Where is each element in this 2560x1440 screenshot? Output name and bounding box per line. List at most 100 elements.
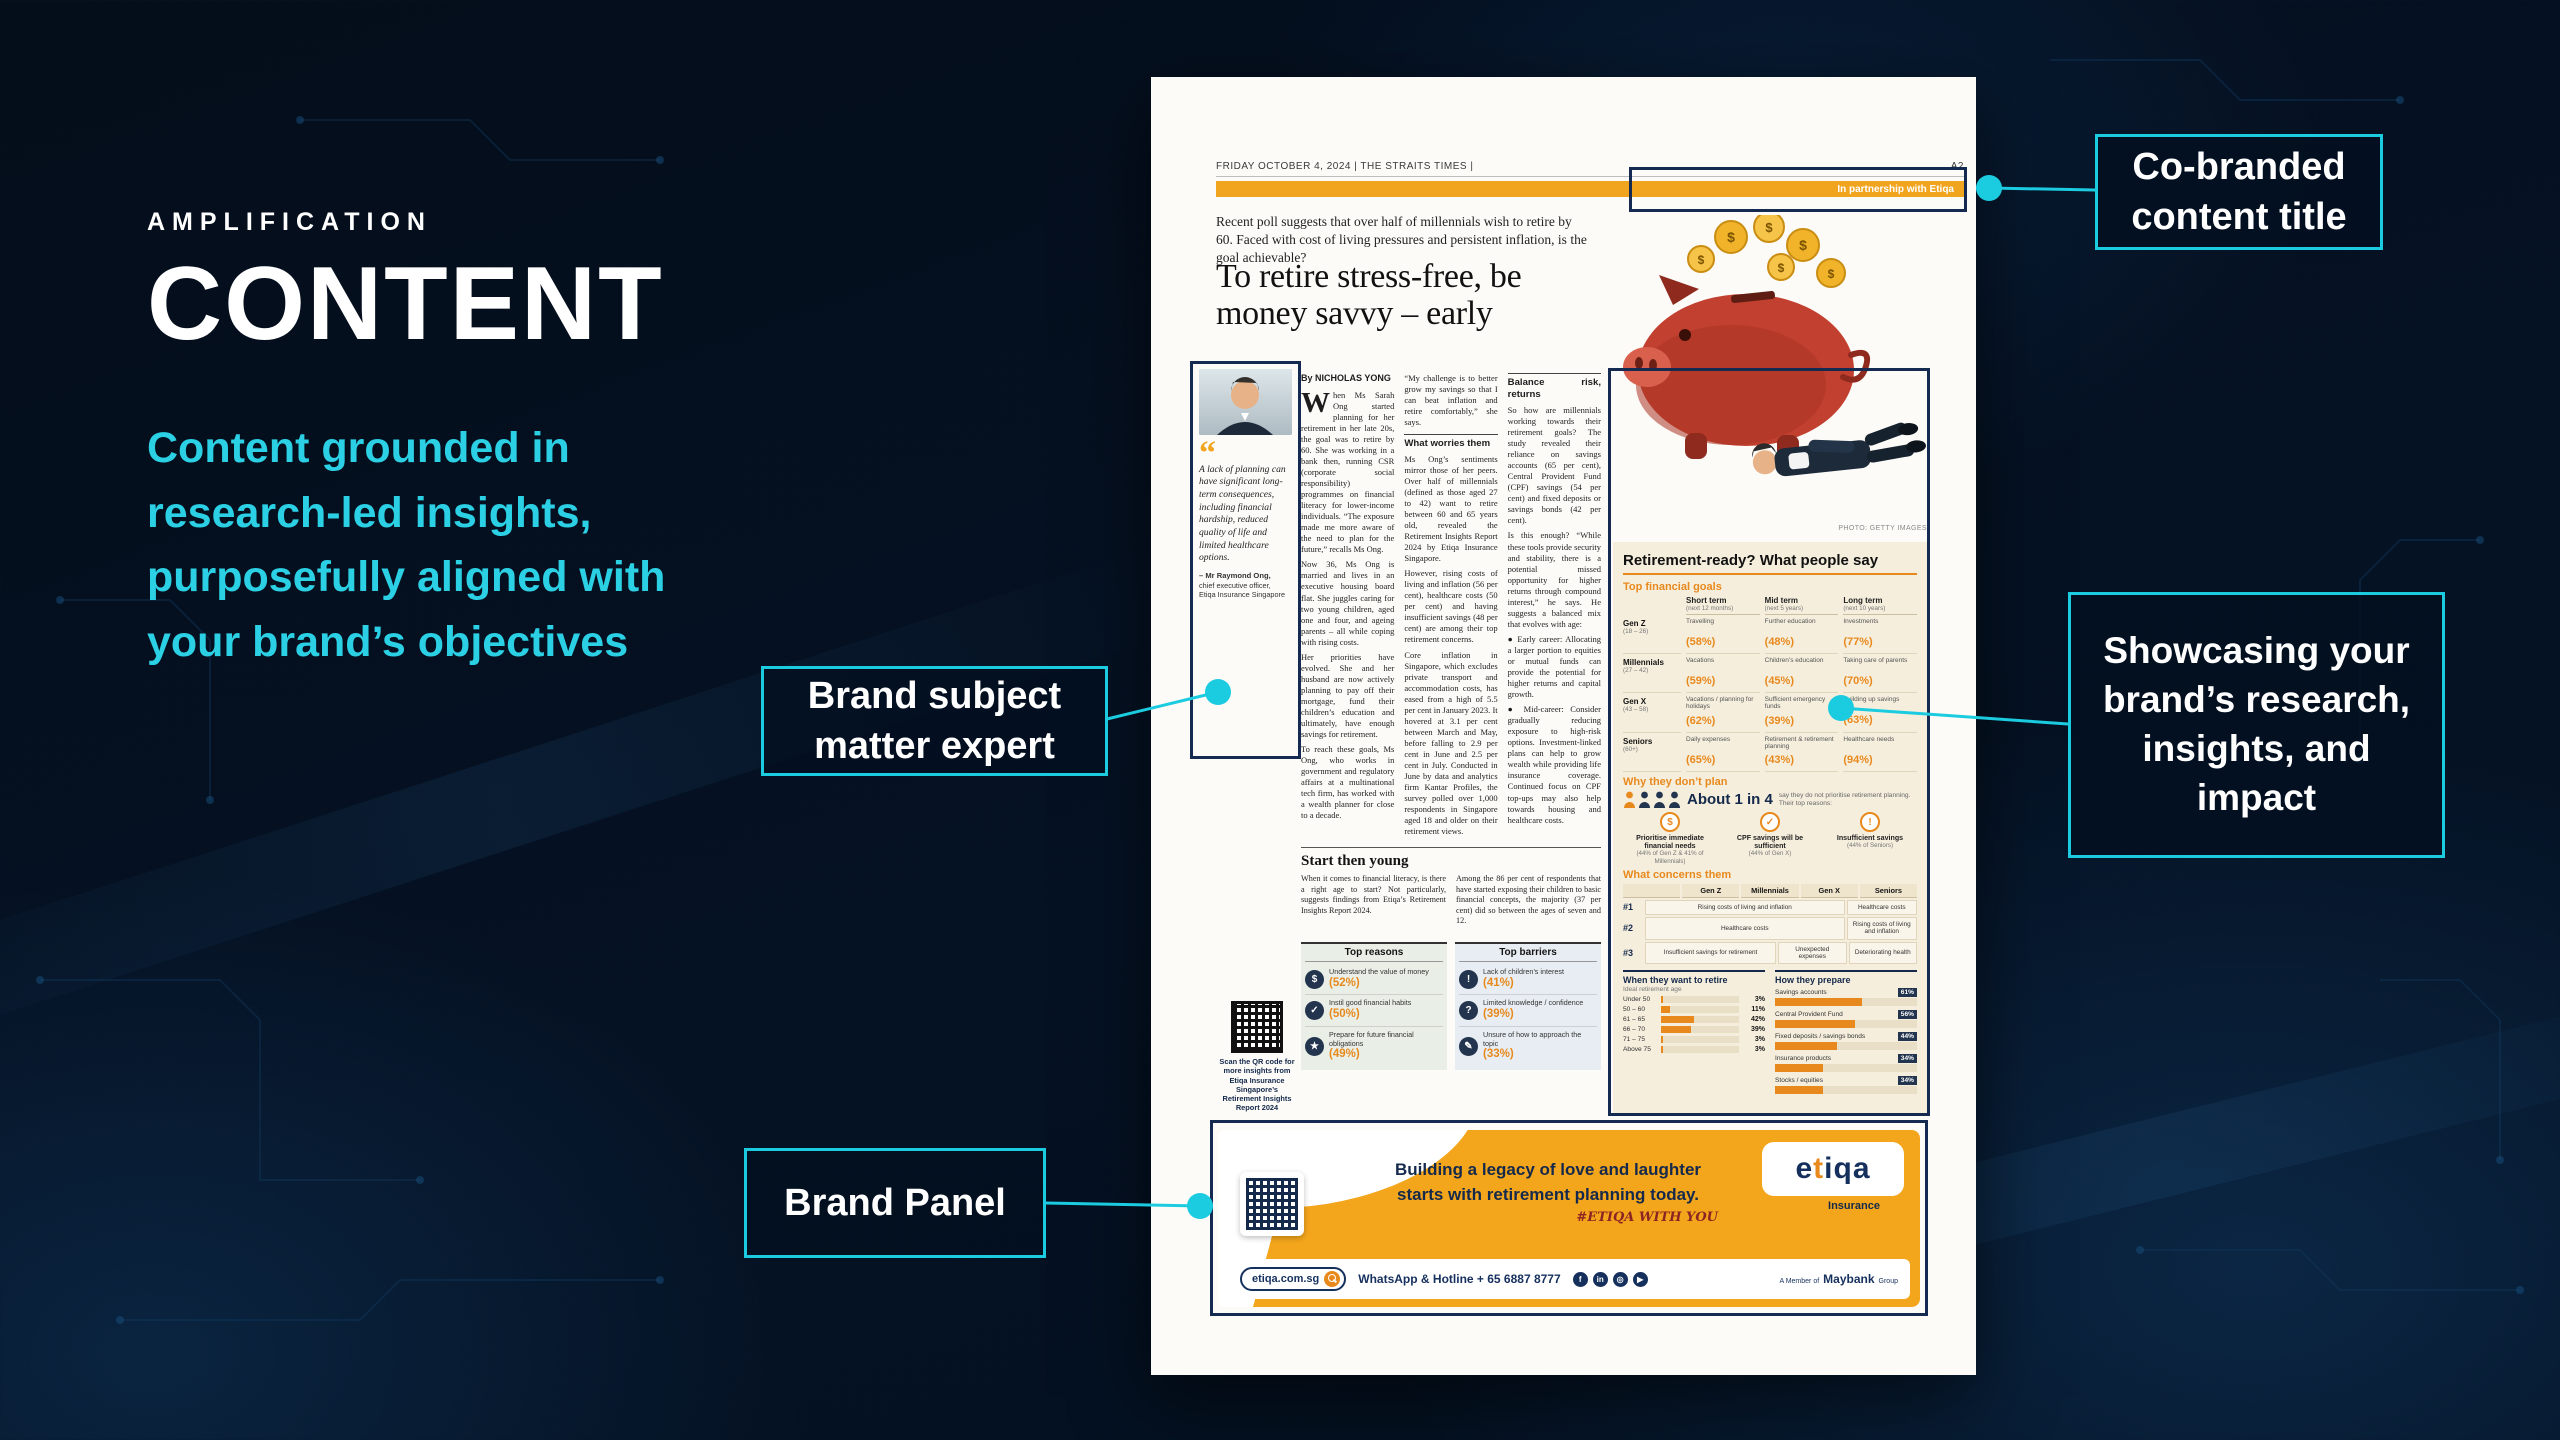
article-paragraph: So how are millennials working towards t…: [1507, 404, 1601, 526]
why-stat-row: About 1 in 4 say they do not prioritise …: [1623, 791, 1917, 809]
top-reasons-table: Top reasons $ Understand the value of mo…: [1301, 942, 1447, 1070]
why-section-title: Why they don’t plan: [1623, 776, 1728, 789]
money-icon: $: [1660, 812, 1680, 833]
financial-goals-table: Short term(next 12 months) Mid term(next…: [1623, 596, 1917, 773]
table-title: Top reasons: [1305, 944, 1443, 962]
slide-copy: AMPLIFICATION CONTENT Content grounded i…: [147, 208, 737, 674]
top-barriers-table: Top barriers ! Lack of children’s intere…: [1455, 942, 1601, 1070]
article-paragraph: Her priorities have evolved. She and her…: [1301, 651, 1395, 740]
expert-column: “ A lack of planning can have significan…: [1193, 364, 1298, 756]
goal-cell: Vacations / planning for holidays(62%): [1686, 693, 1760, 733]
website-button[interactable]: etiqa.com.sg: [1240, 1267, 1347, 1291]
photo-credit: PHOTO: GETTY IMAGES: [1838, 525, 1927, 532]
linkedin-icon[interactable]: in: [1592, 1271, 1608, 1287]
slide-subtitle: Content grounded in research-led insight…: [147, 424, 666, 666]
goal-cell: Taking care of parents(70%): [1843, 654, 1917, 693]
drop-cap: W: [1301, 386, 1330, 419]
infographic-title: Retirement-ready? What people say: [1623, 552, 1917, 575]
ad-hashtag: #ETIQA WITH YOU: [1576, 1210, 1718, 1226]
section-heading: Start then young: [1301, 853, 1409, 869]
start-then-young-section: Start then young When it comes to financ…: [1301, 847, 1601, 1111]
quote-mark-icon: “: [1199, 435, 1216, 472]
etiqa-logo: etiqa: [1762, 1142, 1904, 1196]
expert-name: – Mr Raymond Ong,: [1199, 570, 1271, 580]
goal-cell: Travelling(58%): [1686, 615, 1760, 654]
expert-role: chief executive officer,: [1199, 580, 1271, 590]
goals-column-header: Long term(next 10 years): [1843, 596, 1917, 615]
youtube-icon[interactable]: ▶: [1632, 1271, 1648, 1287]
concerns-row: #1 Rising costs of living and inflation …: [1623, 899, 1917, 915]
ad-copy: Building a legacy of love and laughter s…: [1338, 1158, 1758, 1225]
qr-code: [1231, 1001, 1283, 1053]
goal-cell: Further education(48%): [1764, 615, 1839, 654]
article-paragraph: Core inflation in Singapore, which exclu…: [1404, 649, 1498, 837]
goal-cell: Vacations(59%): [1686, 654, 1760, 693]
svg-text:$: $: [1727, 229, 1735, 245]
svg-text:$: $: [1765, 220, 1773, 235]
concerns-row: #2 Healthcare costs Rising costs of livi…: [1623, 916, 1917, 940]
article-paragraph: To reach these goals, Ms Ong, who works …: [1301, 744, 1395, 821]
table-title: Top barriers: [1459, 944, 1597, 962]
piggy-bank: [1623, 275, 1871, 459]
why-item: ✓ CPF savings will be sufficient (44% of…: [1723, 812, 1817, 865]
goals-row-header: Gen X(43 – 58): [1623, 693, 1681, 733]
person-icon: [1624, 791, 1635, 809]
brand-panel-ad: Building a legacy of love and laughter s…: [1218, 1130, 1920, 1307]
article-paragraph: Now 36, Ms Ong is married and lives in a…: [1301, 559, 1395, 647]
goals-row-header: Seniors(60+): [1623, 733, 1681, 773]
facebook-icon[interactable]: f: [1572, 1271, 1588, 1287]
goal-cell: Retirement & retirement planning(43%): [1764, 733, 1839, 773]
goals-column-header: Short term(next 12 months): [1686, 596, 1760, 615]
newspaper-page: FRIDAY OCTOBER 4, 2024 | THE STRAITS TIM…: [1151, 77, 1976, 1375]
table-row: ★ Prepare for future financial obligatio…: [1305, 1027, 1443, 1066]
callout-brand-panel: Brand Panel: [744, 1148, 1046, 1258]
concerns-header: Gen Z Millennials Gen X Seniors: [1623, 883, 1918, 898]
instagram-icon[interactable]: ◎: [1612, 1271, 1628, 1287]
infographic-panel: Retirement-ready? What people say Top fi…: [1613, 542, 1927, 1114]
section-intro: When it comes to financial literacy, is …: [1301, 874, 1601, 936]
qr-note: Scan the QR code for more insights from …: [1216, 1001, 1298, 1113]
goals-section-title: Top financial goals: [1623, 581, 1722, 593]
article-paragraph: “My challenge is to better grow my savin…: [1404, 373, 1498, 428]
concerns-section-title: What concerns them: [1623, 868, 1732, 881]
goal-cell: Children’s education(45%): [1764, 654, 1839, 693]
expert-company: Etiqa Insurance Singapore: [1199, 590, 1285, 600]
svg-text:$: $: [1828, 267, 1835, 281]
ad-contact-strip: etiqa.com.sg WhatsApp & Hotline + 65 688…: [1228, 1259, 1910, 1299]
article-paragraph: Is this enough? “While these tools provi…: [1507, 530, 1601, 629]
hotline-label: WhatsApp & Hotline + 65 6887 8777: [1358, 1272, 1561, 1286]
social-icons: f in ◎ ▶: [1572, 1271, 1648, 1287]
why-item: ! Insufficient savings (44% of Seniors): [1823, 812, 1917, 865]
goals-row-header: Gen Z(18 – 26): [1623, 615, 1681, 654]
callout-brand-subject-matter-expert: Brand subject matter expert: [761, 666, 1108, 776]
qr-caption: Scan the QR code for more insights from …: [1219, 1057, 1295, 1113]
resting-man: [1752, 422, 1926, 477]
byline: By NICHOLAS YONG: [1301, 373, 1391, 383]
retirement-age-chart: When they want to retire Ideal retiremen…: [1623, 970, 1765, 1098]
exclamation-icon: !: [1860, 812, 1880, 833]
goal-cell: Healthcare needs(94%): [1843, 733, 1917, 773]
masthead-page-number: A2: [1950, 161, 1964, 172]
pencil-icon: ✎: [1459, 1036, 1478, 1056]
maybank-membership: A Member of Maybank Group: [1779, 1272, 1898, 1286]
expert-attribution: – Mr Raymond Ong, chief executive office…: [1199, 571, 1292, 600]
ad-qr-code: [1240, 1172, 1304, 1236]
question-icon: ?: [1459, 1001, 1478, 1021]
goal-cell: Investments(77%): [1843, 615, 1917, 654]
callout-cobranded-content-title: Co-branded content title: [2095, 134, 2383, 250]
goals-row-header: Millennials(27 – 42): [1623, 654, 1681, 693]
article-headline: To retire stress-free, be money savvy – …: [1216, 258, 1522, 332]
table-row: ✓ Instil good financial habits(50%): [1305, 995, 1443, 1027]
goal-cell: Sufficient emergency funds(39%): [1764, 693, 1839, 733]
slide-title: CONTENT: [147, 246, 664, 362]
